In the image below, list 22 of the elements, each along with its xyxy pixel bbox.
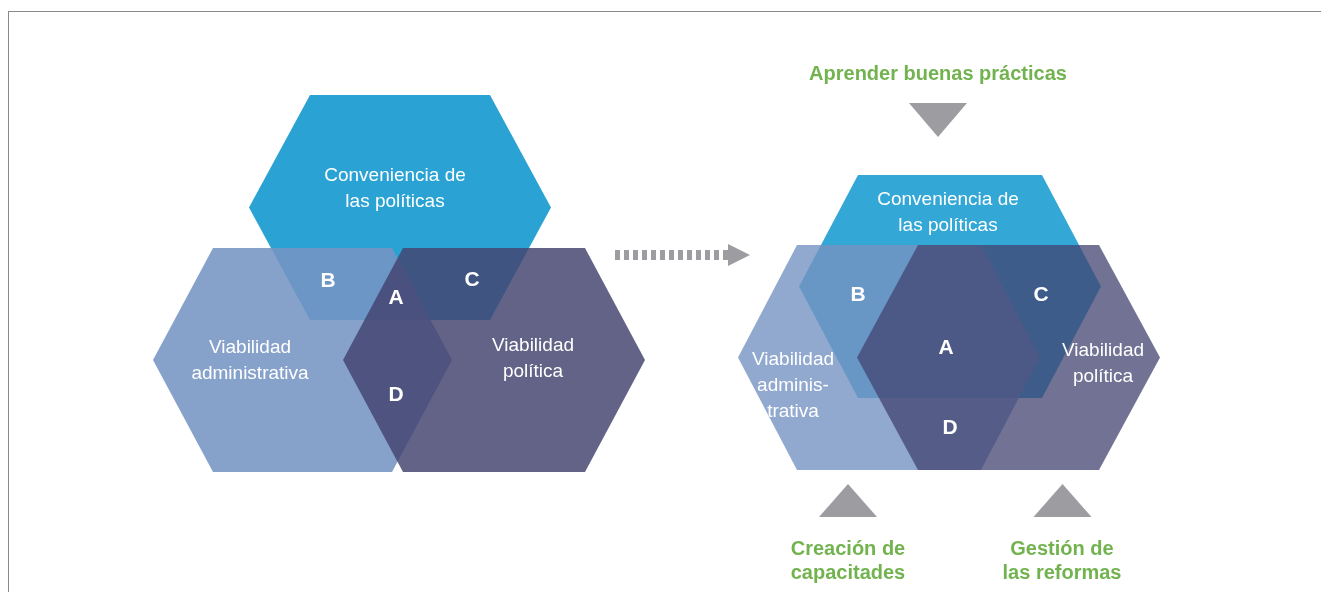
triangle-arrow: [1033, 484, 1092, 517]
hexagon-label: Viabilidad política: [1060, 338, 1146, 388]
triangle-arrow: [819, 484, 877, 517]
hexagon-label: Conveniencia de las políticas: [323, 163, 467, 213]
dotted-arrow: [615, 244, 750, 266]
hexagon-label: Viabilidad adminis- trativa: [750, 347, 836, 423]
hexagon-label: Conveniencia de las políticas: [876, 187, 1020, 237]
region-letter: C: [464, 267, 480, 291]
category-label: Gestión de las reformas: [1001, 536, 1123, 584]
region-letter: B: [320, 268, 336, 292]
region-letter: D: [942, 415, 958, 439]
triangle-arrow: [909, 103, 967, 137]
region-letter: A: [388, 285, 404, 309]
hexagon-label: Viabilidad administrativa: [190, 335, 310, 385]
hexagon-label: Viabilidad política: [490, 333, 576, 383]
region-letter: D: [388, 382, 404, 406]
hexagon: [343, 248, 645, 472]
category-label: Aprender buenas prácticas: [809, 61, 1067, 85]
region-letter: C: [1033, 282, 1049, 306]
region-letter: B: [850, 282, 866, 306]
category-label: Creación de capacitades: [789, 536, 907, 584]
region-letter: A: [938, 335, 954, 359]
